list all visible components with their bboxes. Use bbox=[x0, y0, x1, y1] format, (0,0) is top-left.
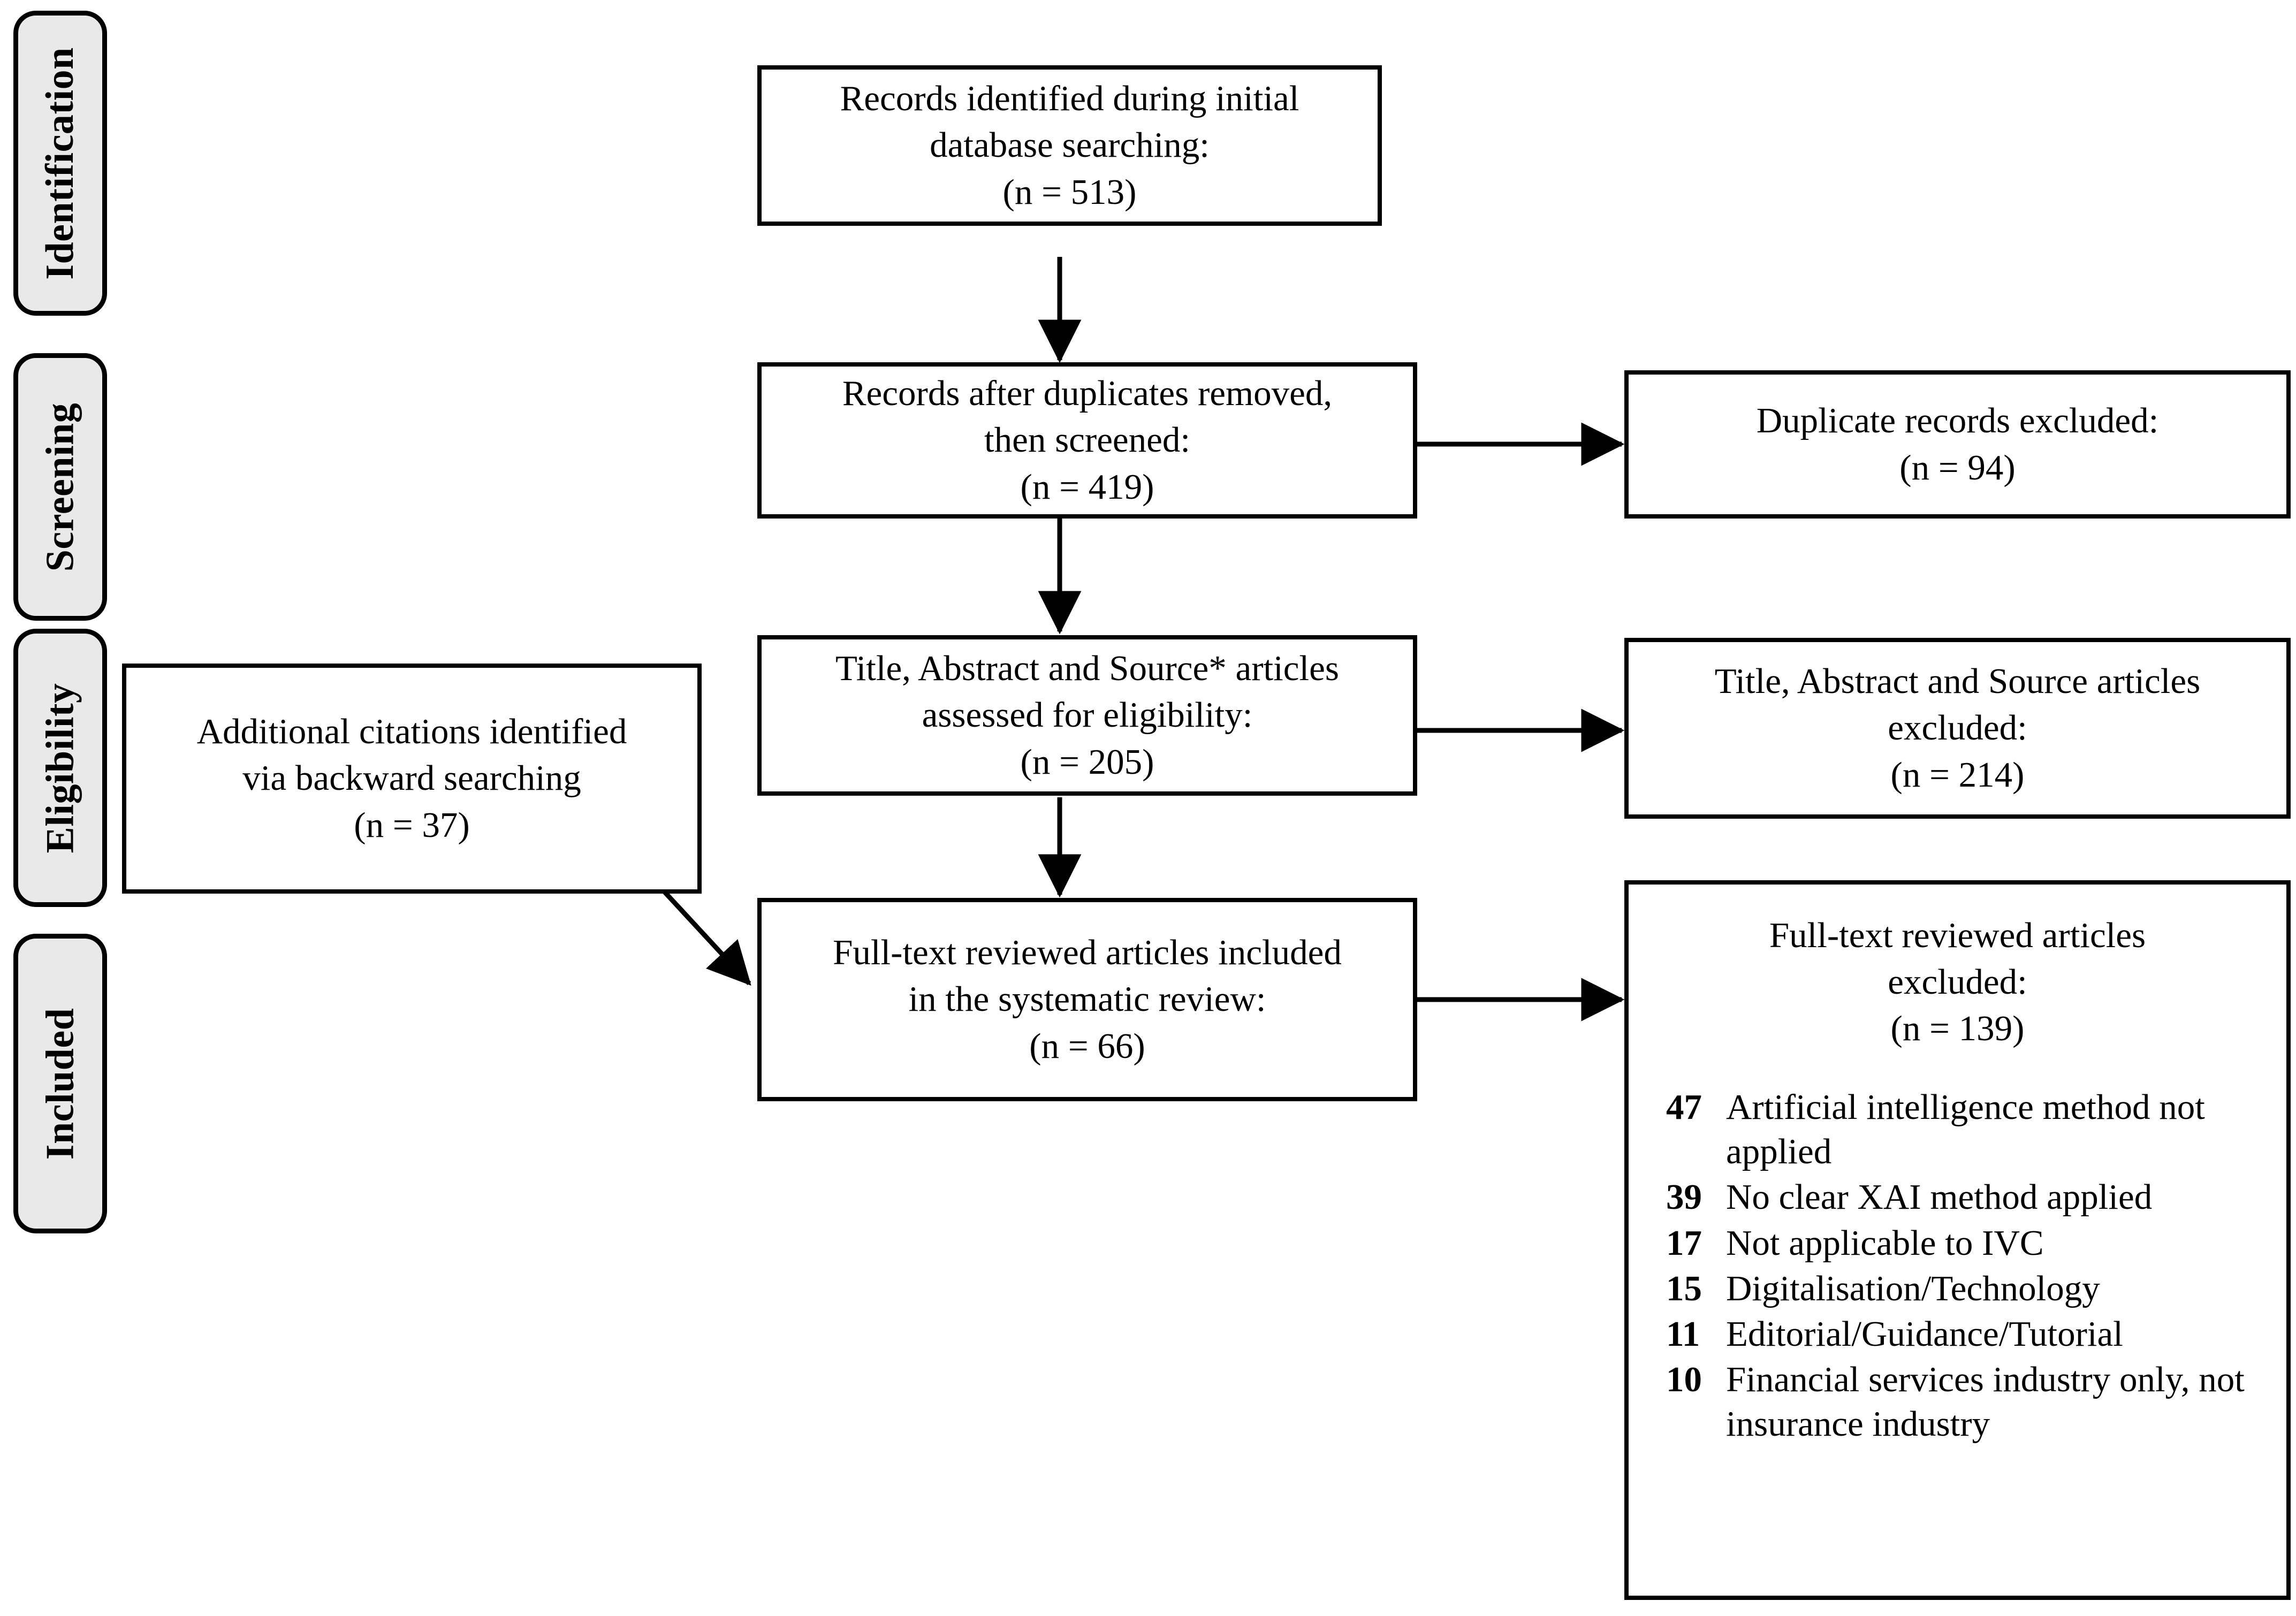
exclusion-reason-count: 15 bbox=[1666, 1268, 1702, 1308]
exclusion-reason-row: 17 Not applicable to IVC bbox=[1666, 1221, 2277, 1266]
box-records-identified-count: (n = 513) bbox=[1002, 172, 1137, 212]
box-records-identified-line1: Records identified during initial bbox=[840, 79, 1299, 119]
box-title-abstract-excluded-line1: Title, Abstract and Source articles bbox=[1714, 661, 2201, 702]
box-title-abstract-excluded-line2: excluded: bbox=[1888, 708, 2027, 748]
exclusion-reason-count: 11 bbox=[1666, 1314, 1700, 1354]
exclusion-reason-text: No clear XAI method applied bbox=[1726, 1177, 2153, 1217]
exclusion-reason-text: Not applicable to IVC bbox=[1726, 1223, 2044, 1263]
exclusion-reason-text: Artificial intelligence method not appli… bbox=[1726, 1087, 2205, 1172]
stage-included-label: Included bbox=[38, 1008, 82, 1160]
arrow-additional-citations-to-fulltext bbox=[662, 889, 751, 986]
box-assessed-for-eligibility-count: (n = 205) bbox=[1020, 742, 1154, 782]
stage-screening: Screening bbox=[13, 353, 107, 621]
exclusion-reason-row: 10 Financial services industry only, not… bbox=[1666, 1358, 2277, 1446]
exclusion-reason-list: 47 Artificial intelligence method not ap… bbox=[1638, 1085, 2277, 1447]
box-records-identified: Records identified during initial databa… bbox=[757, 65, 1382, 226]
box-assessed-for-eligibility-line1: Title, Abstract and Source* articles bbox=[835, 649, 1339, 689]
exclusion-reason-text: Editorial/Guidance/Tutorial bbox=[1726, 1314, 2123, 1354]
box-fulltext-excluded-line2: excluded: bbox=[1888, 962, 2027, 1002]
stage-screening-label: Screening bbox=[38, 402, 82, 571]
stage-eligibility: Eligibility bbox=[13, 629, 107, 907]
exclusion-reason-text: Financial services industry only, not in… bbox=[1726, 1359, 2245, 1444]
box-additional-citations-count: (n = 37) bbox=[354, 805, 470, 845]
stage-identification-label: Identification bbox=[38, 47, 82, 280]
box-records-after-duplicates-line1: Records after duplicates removed, bbox=[842, 373, 1333, 414]
exclusion-reason-count: 47 bbox=[1666, 1087, 1702, 1127]
box-additional-citations-line1: Additional citations identified bbox=[196, 712, 627, 752]
box-records-after-duplicates: Records after duplicates removed, then s… bbox=[757, 362, 1417, 519]
exclusion-reason-row: 47 Artificial intelligence method not ap… bbox=[1666, 1085, 2277, 1174]
exclusion-reason-count: 39 bbox=[1666, 1177, 1702, 1217]
box-fulltext-excluded-heading: Full-text reviewed articles excluded: (n… bbox=[1638, 912, 2277, 1052]
box-fulltext-excluded-line1: Full-text reviewed articles bbox=[1769, 916, 2146, 955]
box-fulltext-included-line2: in the systematic review: bbox=[908, 979, 1266, 1019]
stage-identification: Identification bbox=[13, 11, 107, 316]
box-title-abstract-excluded: Title, Abstract and Source articles excl… bbox=[1624, 638, 2291, 819]
box-duplicate-records-excluded-line1: Duplicate records excluded: bbox=[1756, 401, 2159, 441]
box-assessed-for-eligibility-line2: assessed for eligibility: bbox=[922, 695, 1253, 735]
box-assessed-for-eligibility: Title, Abstract and Source* articles ass… bbox=[757, 635, 1417, 796]
exclusion-reason-count: 17 bbox=[1666, 1223, 1702, 1263]
stage-eligibility-label: Eligibility bbox=[38, 682, 82, 853]
stage-included: Included bbox=[13, 934, 107, 1233]
box-additional-citations: Additional citations identified via back… bbox=[122, 664, 702, 894]
exclusion-reason-row: 15 Digitalisation/Technology bbox=[1666, 1267, 2277, 1311]
box-records-identified-line2: database searching: bbox=[930, 125, 1210, 165]
box-fulltext-included-line1: Full-text reviewed articles included bbox=[833, 933, 1342, 973]
box-records-after-duplicates-count: (n = 419) bbox=[1020, 467, 1154, 507]
box-duplicate-records-excluded: Duplicate records excluded: (n = 94) bbox=[1624, 370, 2291, 519]
box-title-abstract-excluded-count: (n = 214) bbox=[1890, 754, 2025, 795]
exclusion-reason-row: 39 No clear XAI method applied bbox=[1666, 1175, 2277, 1219]
box-records-after-duplicates-line2: then screened: bbox=[984, 420, 1191, 460]
box-fulltext-excluded: Full-text reviewed articles excluded: (n… bbox=[1624, 880, 2291, 1600]
box-fulltext-excluded-count: (n = 139) bbox=[1890, 1009, 2025, 1049]
box-additional-citations-line2: via backward searching bbox=[242, 758, 581, 798]
box-fulltext-included-count: (n = 66) bbox=[1029, 1026, 1145, 1066]
exclusion-reason-count: 10 bbox=[1666, 1359, 1702, 1399]
box-duplicate-records-excluded-count: (n = 94) bbox=[1899, 447, 2016, 487]
exclusion-reason-text: Digitalisation/Technology bbox=[1726, 1268, 2100, 1308]
box-fulltext-included: Full-text reviewed articles included in … bbox=[757, 898, 1417, 1101]
exclusion-reason-row: 11 Editorial/Guidance/Tutorial bbox=[1666, 1312, 2277, 1356]
